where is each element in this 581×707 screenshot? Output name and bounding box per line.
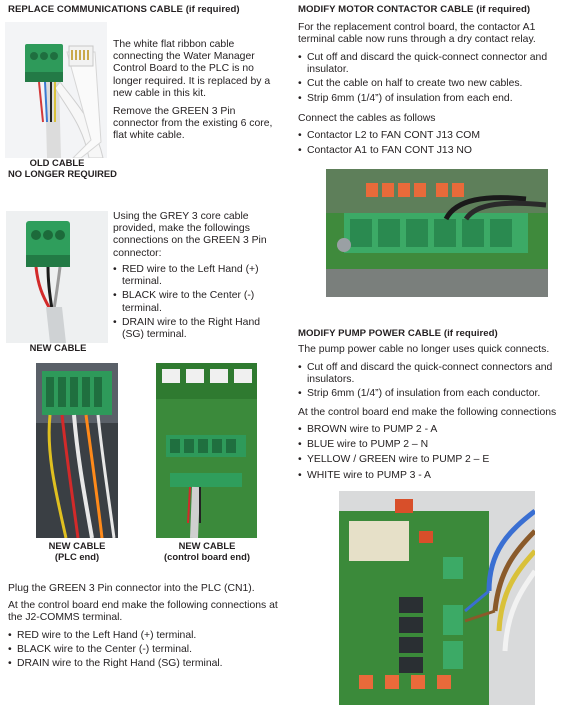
pump-bullet-white: WHITE wire to PUMP 3 - A [298, 470, 570, 482]
plc-end-caption: NEW CABLE (PLC end) [34, 540, 120, 562]
plug-green-connector-text: Plug the GREEN 3 Pin connector into the … [8, 583, 255, 594]
old-cable-caption-line2: NO LONGER REQUIRED [8, 168, 117, 179]
pump-bullet-strip: Strip 6mm (1/4”) of insulation from each… [298, 388, 570, 400]
control-board-end-caption-line1: NEW CABLE [178, 540, 236, 551]
replace-comms-heading: REPLACE COMMUNICATIONS CABLE (if require… [8, 4, 240, 15]
plc-end-caption-line1: NEW CABLE [48, 540, 106, 551]
control-board-end-caption-line2: (control board end) [164, 551, 250, 562]
old-cable-caption: OLD CABLE NO LONGER REQUIRED [8, 157, 117, 179]
motor-bullet-cut-connector: Cut off and discard the quick-connect co… [298, 52, 570, 76]
motor-contactor-bullets: Cut off and discard the quick-connect co… [298, 52, 570, 105]
new-cable-caption: NEW CABLE [29, 342, 87, 353]
pump-power-bullets: Cut off and discard the quick-connect co… [298, 362, 570, 401]
pump-bullet-cut-connectors: Cut off and discard the quick-connect co… [298, 362, 570, 386]
plc-end-photo [36, 363, 118, 538]
pump-power-intro: The pump power cable no longer uses quic… [298, 344, 550, 355]
j2-bullet-red: RED wire to the Left Hand (+) terminal. [8, 630, 293, 642]
pump-bullet-blue: BLUE wire to PUMP 2 – N [298, 439, 570, 451]
grey-bullet-red: RED wire to the Left Hand (+) terminal. [113, 264, 283, 288]
j2-bullet-drain: DRAIN wire to the Right Hand (SG) termin… [8, 658, 293, 670]
pump-board-photo [339, 491, 535, 705]
grey-cable-bullets: RED wire to the Left Hand (+) terminal. … [113, 264, 283, 341]
pump-power-heading: MODIFY PUMP POWER CABLE (if required) [298, 328, 498, 339]
old-cable-caption-line1: OLD CABLE [29, 157, 85, 168]
motor-connect-bullets: Contactor L2 to FAN CONT J13 COM Contact… [298, 130, 570, 158]
motor-contactor-intro: For the replacement control board, the c… [298, 22, 536, 46]
motor-bullet-cut-cable: Cut the cable on half to create two new … [298, 78, 570, 90]
j2-comms-intro: At the control board end make the follow… [8, 600, 278, 624]
pump-bullet-yellow-green: YELLOW / GREEN wire to PUMP 2 – E [298, 454, 570, 466]
grey-bullet-black: BLACK wire to the Center (-) terminal. [113, 290, 283, 314]
pump-board-bullets: BROWN wire to PUMP 2 - A BLUE wire to PU… [298, 424, 570, 482]
j2-comms-bullets: RED wire to the Left Hand (+) terminal. … [8, 630, 293, 671]
pump-board-intro: At the control board end make the follow… [298, 407, 557, 418]
motor-bullet-strip: Strip 6mm (1/4”) of insulation from each… [298, 93, 570, 105]
old-cable-photo [5, 22, 107, 158]
motor-connect-a1: Contactor A1 to FAN CONT J13 NO [298, 145, 570, 157]
control-board-end-photo [156, 363, 257, 538]
replace-comms-para1: The white flat ribbon cable connecting t… [113, 39, 271, 99]
control-board-end-caption: NEW CABLE (control board end) [156, 540, 258, 562]
grey-bullet-drain: DRAIN wire to the Right Hand (SG) termin… [113, 317, 283, 341]
motor-contactor-heading: MODIFY MOTOR CONTACTOR CABLE (if require… [298, 4, 531, 15]
pump-bullet-brown: BROWN wire to PUMP 2 - A [298, 424, 570, 436]
j2-bullet-black: BLACK wire to the Center (-) terminal. [8, 644, 293, 656]
motor-connect-l2: Contactor L2 to FAN CONT J13 COM [298, 130, 570, 142]
plc-end-caption-line2: (PLC end) [54, 551, 100, 562]
new-cable-photo [6, 211, 108, 343]
grey-cable-intro: Using the GREY 3 core cable provided, ma… [113, 211, 267, 259]
replace-comms-para2: Remove the GREEN 3 Pin connector from th… [113, 106, 273, 142]
fan-contactor-photo [326, 169, 548, 297]
motor-connect-intro: Connect the cables as follows [298, 113, 436, 124]
